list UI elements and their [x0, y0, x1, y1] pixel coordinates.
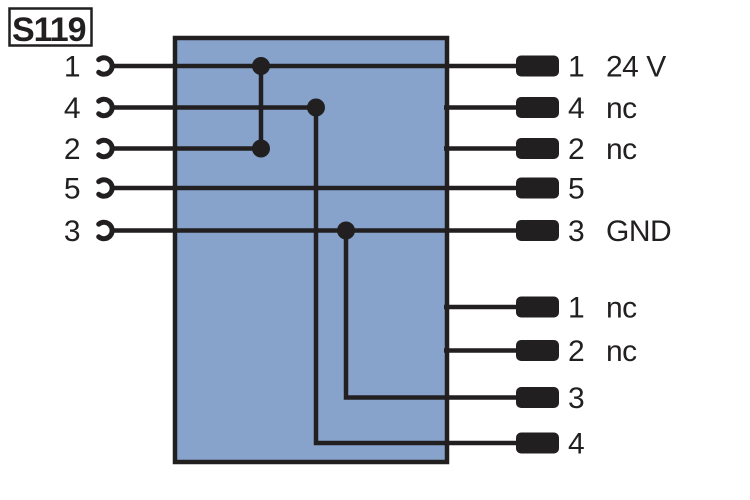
junction-dot-pin3: [337, 221, 355, 240]
terminal-pad: [516, 387, 559, 408]
tag-border: [8, 7, 93, 47]
terminal-label: nc: [606, 92, 637, 125]
junction-dot-pin2: [252, 139, 270, 158]
left-pin-number: 3: [64, 215, 80, 248]
left-pin-number: 1: [64, 51, 80, 84]
terminal-number: 2: [568, 335, 584, 368]
terminal-number: 3: [568, 382, 584, 415]
socket-arc-icon: [96, 137, 115, 160]
terminal-pad: [516, 97, 559, 118]
tag-text: S119: [12, 11, 86, 49]
terminal-label: GND: [606, 215, 671, 248]
right-bottom-terminal-2: 2 nc: [516, 335, 638, 368]
terminal-number: 1: [568, 51, 584, 84]
socket-arc-icon: [96, 96, 115, 119]
junction-dot-pin1: [252, 57, 270, 75]
right-top-terminal-1: 1 24 V: [516, 51, 667, 84]
right-top-terminal-4: 4 nc: [516, 92, 638, 125]
terminal-label: nc: [606, 133, 637, 166]
terminal-pad: [516, 432, 559, 454]
terminal-pad: [516, 340, 559, 361]
terminal-label: 24 V: [606, 51, 666, 84]
right-bottom-terminal-3: 3: [516, 382, 585, 415]
left-pin-number: 5: [64, 173, 80, 206]
diagram-tag: S119: [8, 7, 93, 49]
socket-arc-icon: [96, 55, 115, 77]
terminal-number: 4: [568, 92, 584, 125]
right-top-terminal-3: 3 GND: [516, 215, 672, 248]
terminal-number: 1: [568, 292, 584, 325]
terminal-number: 4: [568, 428, 584, 461]
terminal-label: nc: [606, 335, 637, 368]
terminal-label: nc: [606, 292, 637, 325]
left-pin-4: 4: [64, 92, 115, 125]
left-pin-2: 2: [64, 133, 115, 166]
jumper-pin4-to-bottom4: [313, 107, 517, 446]
socket-arc-icon: [96, 219, 115, 242]
terminal-pad: [516, 296, 559, 318]
terminal-pad: [516, 55, 559, 77]
right-top-terminal-2: 2 nc: [516, 133, 638, 166]
terminal-pad: [516, 138, 559, 159]
right-top-terminal-5: 5: [516, 173, 585, 206]
left-pin-5: 5: [64, 173, 115, 206]
right-bottom-terminal-1: 1 nc: [516, 292, 638, 325]
left-pin-number: 4: [64, 92, 80, 125]
terminal-number: 2: [568, 133, 584, 166]
right-bottom-terminal-4: 4: [516, 428, 585, 461]
left-pin-number: 2: [64, 133, 80, 166]
jumper-pin3-to-bottom3: [343, 230, 517, 400]
terminal-pad: [516, 177, 559, 199]
junction-dot-pin4: [307, 98, 325, 117]
terminal-number: 3: [568, 215, 584, 248]
left-pin-1: 1: [64, 51, 115, 84]
terminal-pad: [516, 220, 559, 241]
socket-arc-icon: [96, 177, 115, 199]
left-pin-3: 3: [64, 215, 115, 248]
terminal-number: 5: [568, 173, 584, 206]
